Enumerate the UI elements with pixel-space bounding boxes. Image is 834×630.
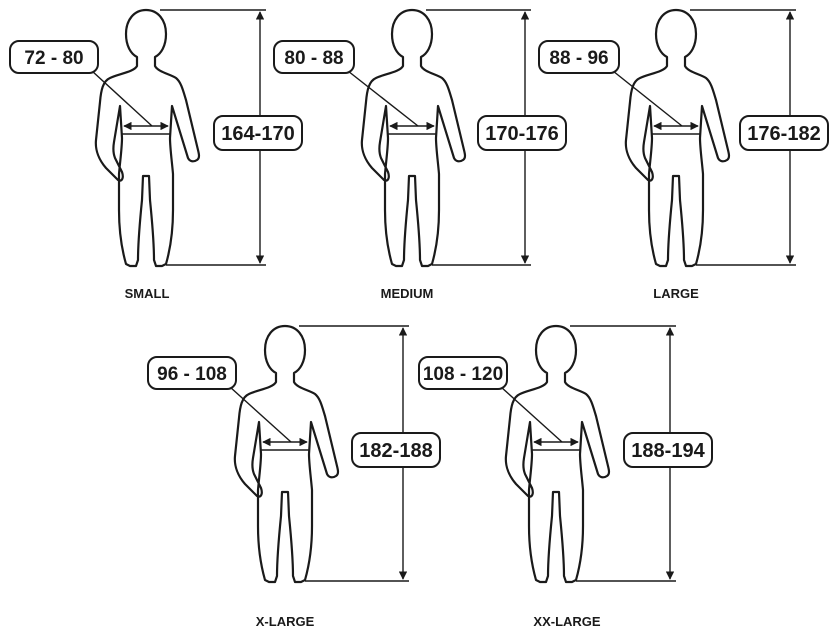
size-label: SMALL: [125, 286, 170, 301]
mannequin-icon: [96, 10, 199, 266]
height-range: 188-194: [631, 440, 705, 462]
mannequin-icon: [506, 326, 609, 582]
mannequin-icon: [626, 10, 729, 266]
height-range: 164-170: [221, 123, 294, 145]
height-range: 170-176: [485, 123, 558, 145]
size-label: MEDIUM: [381, 286, 434, 301]
waist-range: 80 - 88: [284, 48, 343, 69]
waist-range: 72 - 80: [24, 48, 83, 69]
mannequin-icon: [362, 10, 465, 266]
mannequin-icon: [235, 326, 338, 582]
size-label: X-LARGE: [256, 614, 315, 629]
size-label: LARGE: [653, 286, 699, 301]
height-range: 182-188: [359, 440, 432, 462]
waist-range: 88 - 96: [549, 48, 608, 69]
waist-range: 108 - 120: [423, 364, 503, 385]
height-range: 176-182: [747, 123, 820, 145]
size-label: XX-LARGE: [533, 614, 601, 629]
waist-range: 96 - 108: [157, 364, 227, 385]
